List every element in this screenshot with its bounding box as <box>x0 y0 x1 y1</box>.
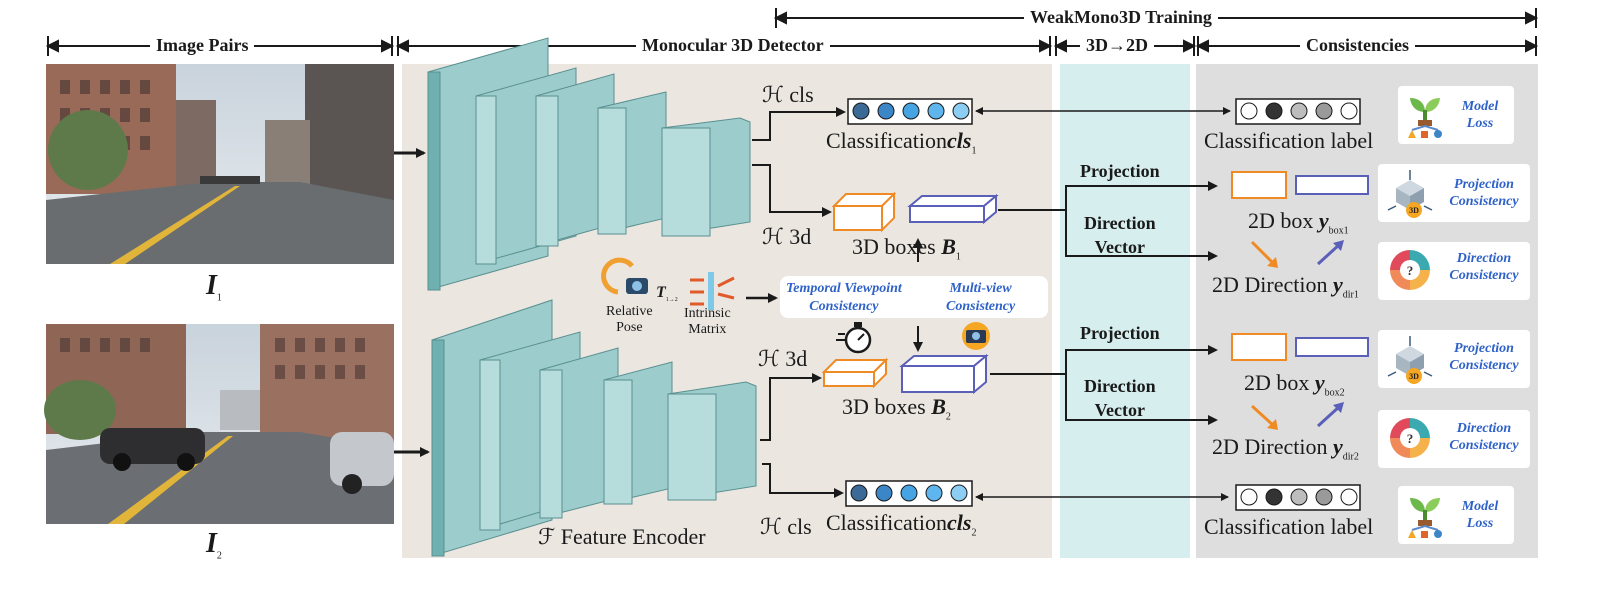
multiview-consistency-label: Multi-view Consistency <box>946 281 1016 314</box>
camera-pose-icon <box>601 257 648 295</box>
boxes3d-label-1: 3D boxes B1 <box>852 234 961 263</box>
direction-consistency-title-2: Direction Consistency <box>1449 421 1519 453</box>
t-transform-label: T1→2 <box>656 284 678 304</box>
intrinsic-matrix-icon <box>690 272 735 310</box>
classification-output-1: Classificationcls1 <box>826 128 977 157</box>
header-detector: Monocular 3D Detector <box>636 35 830 55</box>
consistency-panel <box>1196 64 1538 558</box>
cls-label-vector-1 <box>1235 98 1361 125</box>
header-3d-to-2d: 3D→2D <box>1080 35 1154 55</box>
encoder-top <box>427 37 751 291</box>
direction-consistency-card-2: ? Direction Consistency <box>1378 410 1530 468</box>
box3d-1-blue <box>907 193 999 225</box>
feature-encoder-label: ℱ Feature Encoder <box>538 524 706 549</box>
box3d-1-orange <box>831 191 897 233</box>
cls-vector-2 <box>845 480 973 507</box>
box3d-2-blue <box>899 353 989 395</box>
image-label-2: I2 <box>206 528 222 562</box>
projection-consistency-card-1: 3D Projection Consistency <box>1378 164 1530 222</box>
cls-label-1: Classification label <box>1204 128 1374 153</box>
model-loss-card-1: Model Loss <box>1398 86 1514 144</box>
model-loss-title-1: Model Loss <box>1461 99 1499 131</box>
direction-vector-label-2: Direction Vector <box>1084 376 1156 420</box>
classification-output-2: Classificationcls2 <box>826 510 977 539</box>
box2d-1-blue <box>1295 175 1369 195</box>
projection-consistency-title-1: Projection Consistency <box>1449 177 1519 209</box>
image-label-1: I1 <box>206 270 222 304</box>
stopwatch-icon <box>836 322 872 354</box>
projection-label-1: Projection <box>1080 161 1160 181</box>
direction-vector-label-1: Direction Vector <box>1084 213 1156 257</box>
box2d-1-orange <box>1231 171 1287 199</box>
projection-consistency-title-2: Projection Consistency <box>1449 341 1519 373</box>
box2d-2-blue <box>1295 337 1369 357</box>
box2d-2-orange <box>1231 333 1287 361</box>
header-image-pairs: Image Pairs <box>150 35 255 55</box>
header-training: WeakMono3D Training <box>1024 7 1218 27</box>
puzzle-question-icon: ? <box>1390 250 1430 290</box>
header-consistencies: Consistencies <box>1300 35 1415 55</box>
boxes3d-label-2: 3D boxes B2 <box>842 394 951 423</box>
svg-text:3D: 3D <box>1409 206 1419 215</box>
box3d-2-orange <box>821 357 889 389</box>
svg-text:3D: 3D <box>1409 372 1419 381</box>
cls-label-2: Classification label <box>1204 514 1374 539</box>
cls-label-vector-2 <box>1235 484 1361 511</box>
svg-text:?: ? <box>1407 431 1414 446</box>
plant-icon <box>1408 98 1442 138</box>
dir2d-label-1: 2D Direction ydir1 <box>1212 272 1359 301</box>
puzzle-question-icon: ? <box>1390 418 1430 458</box>
projection-label-2: Projection <box>1080 323 1160 343</box>
direction-consistency-card-1: ? Direction Consistency <box>1378 242 1530 300</box>
box2d-label-1: 2D box ybox1 <box>1248 208 1349 237</box>
direction-consistency-title-1: Direction Consistency <box>1449 251 1519 283</box>
street-image-1 <box>46 64 394 264</box>
head-3d-bottom: ℋ 3d <box>758 346 808 371</box>
cls-vector-1 <box>847 98 973 125</box>
head-cls-bottom: ℋ cls <box>760 514 812 539</box>
cube-3d-icon: 3D <box>1387 336 1433 384</box>
street-image-2 <box>44 324 394 524</box>
intrinsic-matrix-label: Intrinsic Matrix <box>684 306 731 337</box>
svg-text:?: ? <box>1407 263 1414 278</box>
projection-panel <box>1060 64 1190 558</box>
consistency-pill <box>780 276 1048 318</box>
encoder-bottom <box>431 299 757 557</box>
head-3d-top: ℋ 3d <box>762 224 812 249</box>
box2d-label-2: 2D box ybox2 <box>1244 370 1345 399</box>
model-loss-card-2: Model Loss <box>1398 486 1514 544</box>
head-cls-top: ℋ cls <box>762 82 814 107</box>
temporal-consistency-label: Temporal Viewpoint Consistency <box>786 281 902 314</box>
projection-consistency-card-2: 3D Projection Consistency <box>1378 330 1530 388</box>
model-loss-title-2: Model Loss <box>1461 499 1499 531</box>
cube-3d-icon: 3D <box>1387 170 1433 218</box>
relative-pose-label: Relative Pose <box>606 304 653 335</box>
camera-icon <box>962 322 990 350</box>
plant-icon <box>1408 498 1442 538</box>
dir2d-label-2: 2D Direction ydir2 <box>1212 434 1359 463</box>
